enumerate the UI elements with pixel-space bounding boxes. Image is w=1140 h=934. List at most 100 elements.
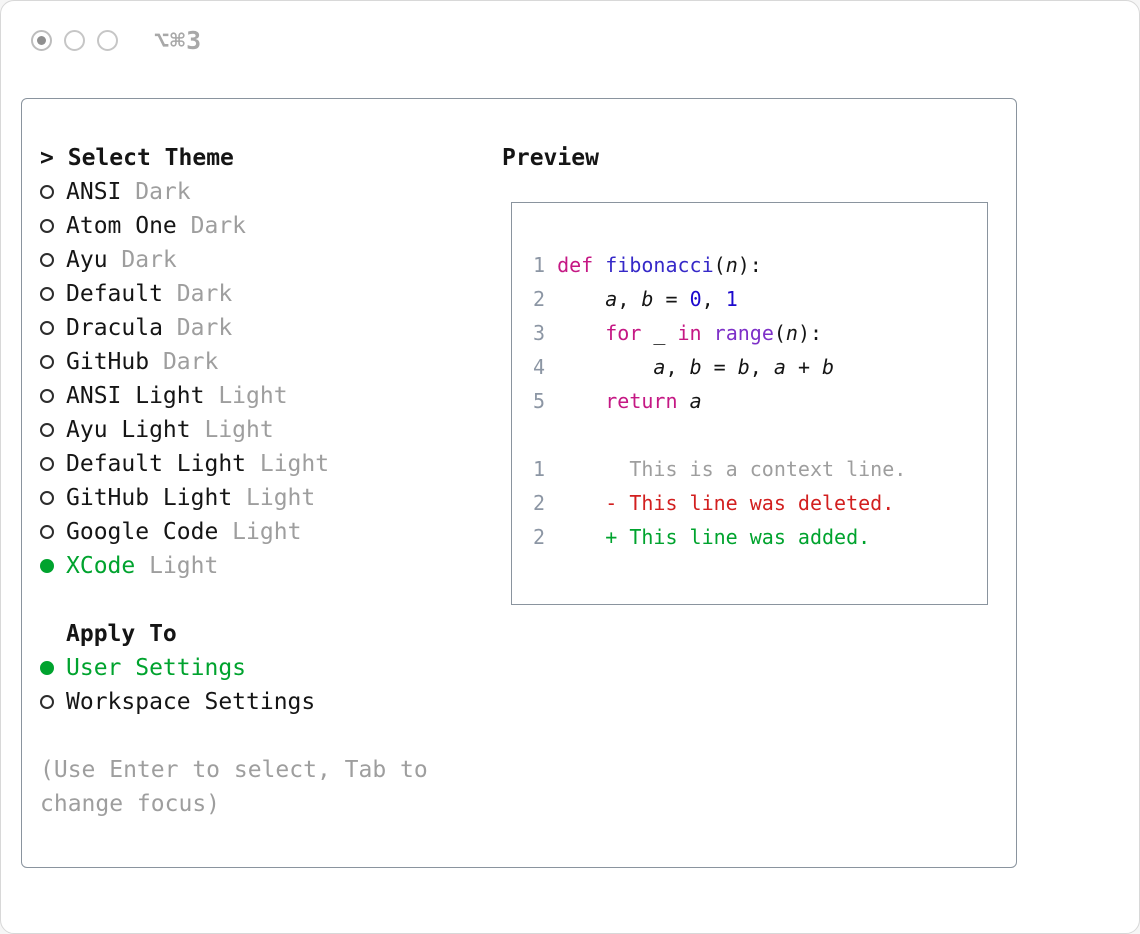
- theme-variant: Light: [232, 485, 316, 511]
- code-token: b: [737, 355, 750, 379]
- theme-name: GitHub Light: [66, 485, 233, 511]
- code-token: return: [605, 389, 678, 413]
- line-number: 5: [533, 389, 546, 413]
- radio-unselected-icon: [40, 355, 54, 369]
- diff-line-context: 1 This is a context line.: [533, 452, 987, 486]
- theme-name: GitHub: [66, 349, 150, 375]
- select-theme-heading: > Select Theme: [40, 141, 428, 175]
- code-line: 5 return a: [533, 384, 987, 418]
- theme-name: Default: [66, 281, 163, 307]
- select-theme-title: Select Theme: [67, 145, 234, 171]
- code-token: ,: [701, 287, 726, 311]
- code-token: [702, 321, 714, 345]
- code-token: _: [641, 321, 678, 345]
- titlebar: ⌥⌘3: [31, 26, 202, 55]
- theme-option-ayu-light[interactable]: Ayu Light Light: [40, 413, 428, 447]
- preview-heading: Preview: [502, 145, 599, 171]
- code-token: ,: [617, 287, 642, 311]
- spacer: [40, 719, 428, 753]
- diff-text: - This line was deleted.: [557, 491, 895, 515]
- theme-name: Ayu Light: [66, 417, 191, 443]
- code-token: (: [713, 253, 726, 277]
- code-token: a: [653, 355, 666, 379]
- blank-line: [533, 418, 987, 452]
- radio-selected-icon: [40, 661, 54, 675]
- radio-unselected-icon: [40, 219, 54, 233]
- theme-name: XCode: [66, 553, 136, 579]
- theme-option-github-light[interactable]: GitHub Light Light: [40, 481, 428, 515]
- code-token: [557, 389, 605, 413]
- theme-name: Default Light: [66, 451, 247, 477]
- code-token: n: [725, 253, 738, 277]
- theme-name: Dracula: [66, 315, 163, 341]
- code-line: 3 for _ in range(n):: [533, 316, 987, 350]
- theme-name: ANSI: [66, 179, 122, 205]
- theme-name: ANSI Light: [66, 383, 205, 409]
- theme-variant: Light: [204, 383, 288, 409]
- radio-unselected-icon: [40, 491, 54, 505]
- theme-option-atom-one[interactable]: Atom One Dark: [40, 209, 428, 243]
- window-control-icon[interactable]: [64, 30, 85, 51]
- code-token: a: [605, 287, 618, 311]
- code-token: ):: [737, 253, 762, 277]
- code-token: def: [557, 253, 594, 277]
- line-number: 2: [533, 287, 546, 311]
- theme-variant: Light: [190, 417, 274, 443]
- theme-option-ansi-light[interactable]: ANSI Light Light: [40, 379, 428, 413]
- radio-unselected-icon: [40, 185, 54, 199]
- line-number: 1: [533, 253, 546, 277]
- code-token: (: [773, 321, 786, 345]
- apply-to-heading: Apply To: [66, 621, 177, 647]
- window-control-active-icon[interactable]: [31, 30, 52, 51]
- code-token: 0: [689, 287, 702, 311]
- theme-option-github[interactable]: GitHub Dark: [40, 345, 428, 379]
- theme-name: Google Code: [66, 519, 219, 545]
- help-text-line-2: change focus): [40, 791, 221, 817]
- code-token: for: [605, 321, 642, 345]
- line-number: 2: [533, 491, 546, 515]
- theme-option-dracula[interactable]: Dracula Dark: [40, 311, 428, 345]
- apply-option-label: User Settings: [66, 655, 247, 681]
- code-token: [557, 355, 653, 379]
- theme-variant: Dark: [176, 213, 247, 239]
- code-token: [557, 287, 605, 311]
- code-token: =: [701, 355, 738, 379]
- diff-line-added: 2 + This line was added.: [533, 520, 987, 554]
- theme-option-ayu[interactable]: Ayu Dark: [40, 243, 428, 277]
- radio-unselected-icon: [40, 423, 54, 437]
- theme-option-ansi[interactable]: ANSI Dark: [40, 175, 428, 209]
- theme-option-default[interactable]: Default Dark: [40, 277, 428, 311]
- radio-unselected-icon: [40, 287, 54, 301]
- apply-option-user-settings[interactable]: User Settings: [40, 651, 428, 685]
- code-token: a: [773, 355, 786, 379]
- code-token: b: [822, 355, 835, 379]
- radio-unselected-icon: [40, 389, 54, 403]
- code-line: 2 a, b = 0, 1: [533, 282, 987, 316]
- window-control-icon[interactable]: [97, 30, 118, 51]
- radio-selected-icon: [40, 559, 54, 573]
- line-number: 3: [533, 321, 546, 345]
- code-token: b: [689, 355, 702, 379]
- code-token: n: [785, 321, 798, 345]
- theme-option-default-light[interactable]: Default Light Light: [40, 447, 428, 481]
- code-token: +: [785, 355, 823, 379]
- theme-variant: Light: [135, 553, 219, 579]
- theme-name: Ayu: [66, 247, 108, 273]
- radio-unselected-icon: [40, 695, 54, 709]
- apply-option-label: Workspace Settings: [66, 689, 316, 715]
- radio-unselected-icon: [40, 525, 54, 539]
- theme-variant: Dark: [107, 247, 177, 273]
- code-token: ,: [665, 355, 690, 379]
- line-number: 2: [533, 525, 546, 549]
- code-token: =: [653, 287, 690, 311]
- keyboard-shortcut-label: ⌥⌘3: [154, 26, 203, 55]
- prompt-indicator: >: [40, 145, 54, 171]
- apply-option-workspace-settings[interactable]: Workspace Settings: [40, 685, 428, 719]
- theme-option-xcode[interactable]: XCode Light: [40, 549, 428, 583]
- theme-option-google-code[interactable]: Google Code Light: [40, 515, 428, 549]
- code-token: fibonacci: [605, 253, 714, 277]
- radio-unselected-icon: [40, 253, 54, 267]
